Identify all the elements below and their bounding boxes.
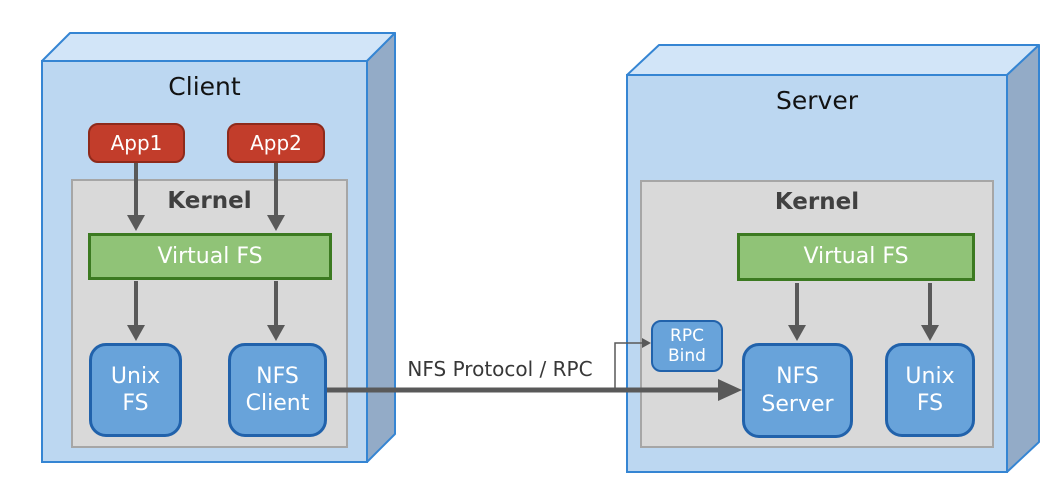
client-box-side-face	[366, 32, 396, 463]
client-virtual-fs-box: Virtual FS	[88, 233, 332, 280]
client-box-top-face	[41, 32, 396, 62]
server-kernel-label: Kernel	[774, 189, 860, 215]
server-unix-fs-box: Unix FS	[885, 343, 975, 437]
client-title: Client	[168, 72, 241, 101]
client-app1-box: App1	[88, 123, 185, 163]
server-box-top-face	[626, 44, 1040, 76]
server-rpc-bind-box: RPC Bind	[651, 320, 723, 372]
nfs-protocol-label: NFS Protocol / RPC	[407, 357, 593, 381]
client-unix-fs-box: Unix FS	[89, 343, 182, 437]
client-kernel-label: Kernel	[167, 188, 252, 214]
server-box-side-face	[1006, 44, 1040, 473]
client-nfs-client-box: NFS Client	[228, 343, 327, 437]
server-virtual-fs-box: Virtual FS	[737, 233, 975, 281]
server-title: Server	[776, 86, 858, 115]
client-app2-box: App2	[227, 123, 325, 163]
server-nfs-server-box: NFS Server	[742, 343, 853, 438]
